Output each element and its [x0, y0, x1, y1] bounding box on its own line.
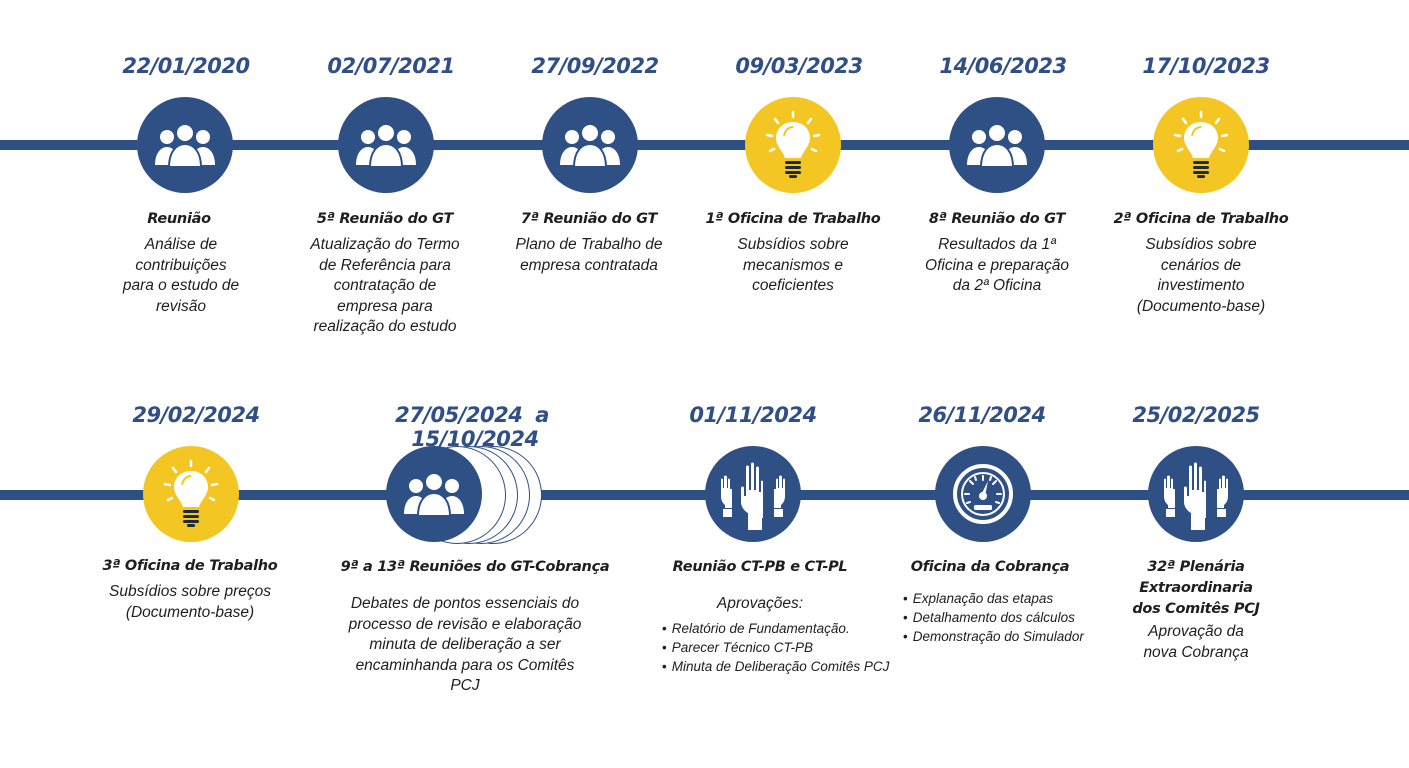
- event-date: 26/11/2024: [918, 403, 1046, 427]
- list-item: Explanação das etapas: [903, 589, 1123, 608]
- event-title: Oficina da Cobrança: [910, 559, 1070, 575]
- event-marker: [143, 446, 239, 542]
- event-marker: [1148, 446, 1244, 542]
- event-marker: [949, 97, 1045, 193]
- lightbulb-icon: [163, 459, 219, 527]
- raised-hands-icon: [1164, 462, 1228, 530]
- event-description: Resultados da 1ª Oficina e preparação da…: [925, 236, 1069, 294]
- event-marker: [705, 446, 801, 542]
- event-marker: [542, 97, 638, 193]
- list-item: Relatório de Fundamentação.: [662, 619, 922, 638]
- group-icon: [967, 123, 1027, 168]
- raised-hands-icon: [721, 462, 785, 530]
- event-date: 25/02/2025: [1132, 403, 1260, 427]
- workshop-items-list: Explanação das etapas Detalhamento dos c…: [903, 589, 1123, 646]
- event-title: 2ª Oficina de Trabalho: [1113, 211, 1289, 227]
- event-description: Aprovação da nova Cobrança: [1143, 623, 1249, 661]
- list-item: Minuta de Deliberação Comitês PCJ: [662, 657, 922, 676]
- timeline-track-2: [0, 490, 1409, 500]
- event-marker: [386, 446, 482, 542]
- event-description: Subsídios sobre cenários de investimento…: [1136, 236, 1266, 315]
- event-title: Reunião: [147, 211, 211, 227]
- event-marker: [935, 446, 1031, 542]
- event-marker: [137, 97, 233, 193]
- lightbulb-icon: [1173, 110, 1229, 178]
- event-date: 09/03/2023: [735, 54, 863, 78]
- event-date: 17/10/2023: [1142, 54, 1270, 78]
- event-title: 8ª Reunião do GT: [928, 211, 1066, 227]
- approvals-list: Relatório de Fundamentação. Parecer Técn…: [662, 619, 922, 676]
- event-date: 02/07/2021: [327, 54, 455, 78]
- list-item: Detalhamento dos cálculos: [903, 608, 1123, 627]
- group-icon: [404, 472, 464, 517]
- event-title: Reunião CT-PB e CT-PL: [672, 559, 848, 575]
- date-start: 27/05/2024: [395, 403, 523, 427]
- event-title: 5ª Reunião do GT: [316, 211, 454, 227]
- list-item: Parecer Técnico CT-PB: [662, 638, 922, 657]
- event-title: 3ª Oficina de Trabalho: [102, 558, 278, 574]
- event-marker: [338, 97, 434, 193]
- event-date: 27/09/2022: [531, 54, 659, 78]
- event-description: Atualização do Termo de Referência para …: [310, 236, 460, 335]
- event-date: 14/06/2023: [939, 54, 1067, 78]
- timeline-track-1: [0, 140, 1409, 150]
- event-description: Subsídios sobre preços (Documento-base): [109, 583, 271, 621]
- approvals-heading: Aprovações:: [716, 595, 804, 612]
- lightbulb-icon: [765, 110, 821, 178]
- gauge-icon: [953, 464, 1013, 524]
- event-date-range: 27/05/2024 a 15/10/2024: [330, 403, 620, 451]
- event-marker: [1153, 97, 1249, 193]
- event-description: Subsídios sobre mecanismos e coeficiente…: [737, 236, 849, 294]
- group-icon: [356, 123, 416, 168]
- group-icon: [155, 123, 215, 168]
- event-title: 7ª Reunião do GT: [520, 211, 658, 227]
- event-date: 29/02/2024: [132, 403, 260, 427]
- date-separator: a: [535, 403, 549, 427]
- event-description: Plano de Trabalho de empresa contratada: [515, 236, 663, 274]
- group-icon: [560, 123, 620, 168]
- event-description: Análise de contribuições para o estudo d…: [122, 236, 240, 315]
- event-description: Debates de pontos essenciais do processo…: [348, 595, 582, 694]
- event-title: 1ª Oficina de Trabalho: [705, 211, 881, 227]
- list-item: Demonstração do Simulador: [903, 627, 1123, 646]
- event-date: 22/01/2020: [122, 54, 250, 78]
- event-marker: [745, 97, 841, 193]
- event-date: 01/11/2024: [689, 403, 817, 427]
- event-title: 32ª Plenária Extraordinaria dos Comitês …: [1132, 559, 1260, 617]
- event-title: 9ª a 13ª Reuniões do GT-Cobrança: [340, 559, 610, 575]
